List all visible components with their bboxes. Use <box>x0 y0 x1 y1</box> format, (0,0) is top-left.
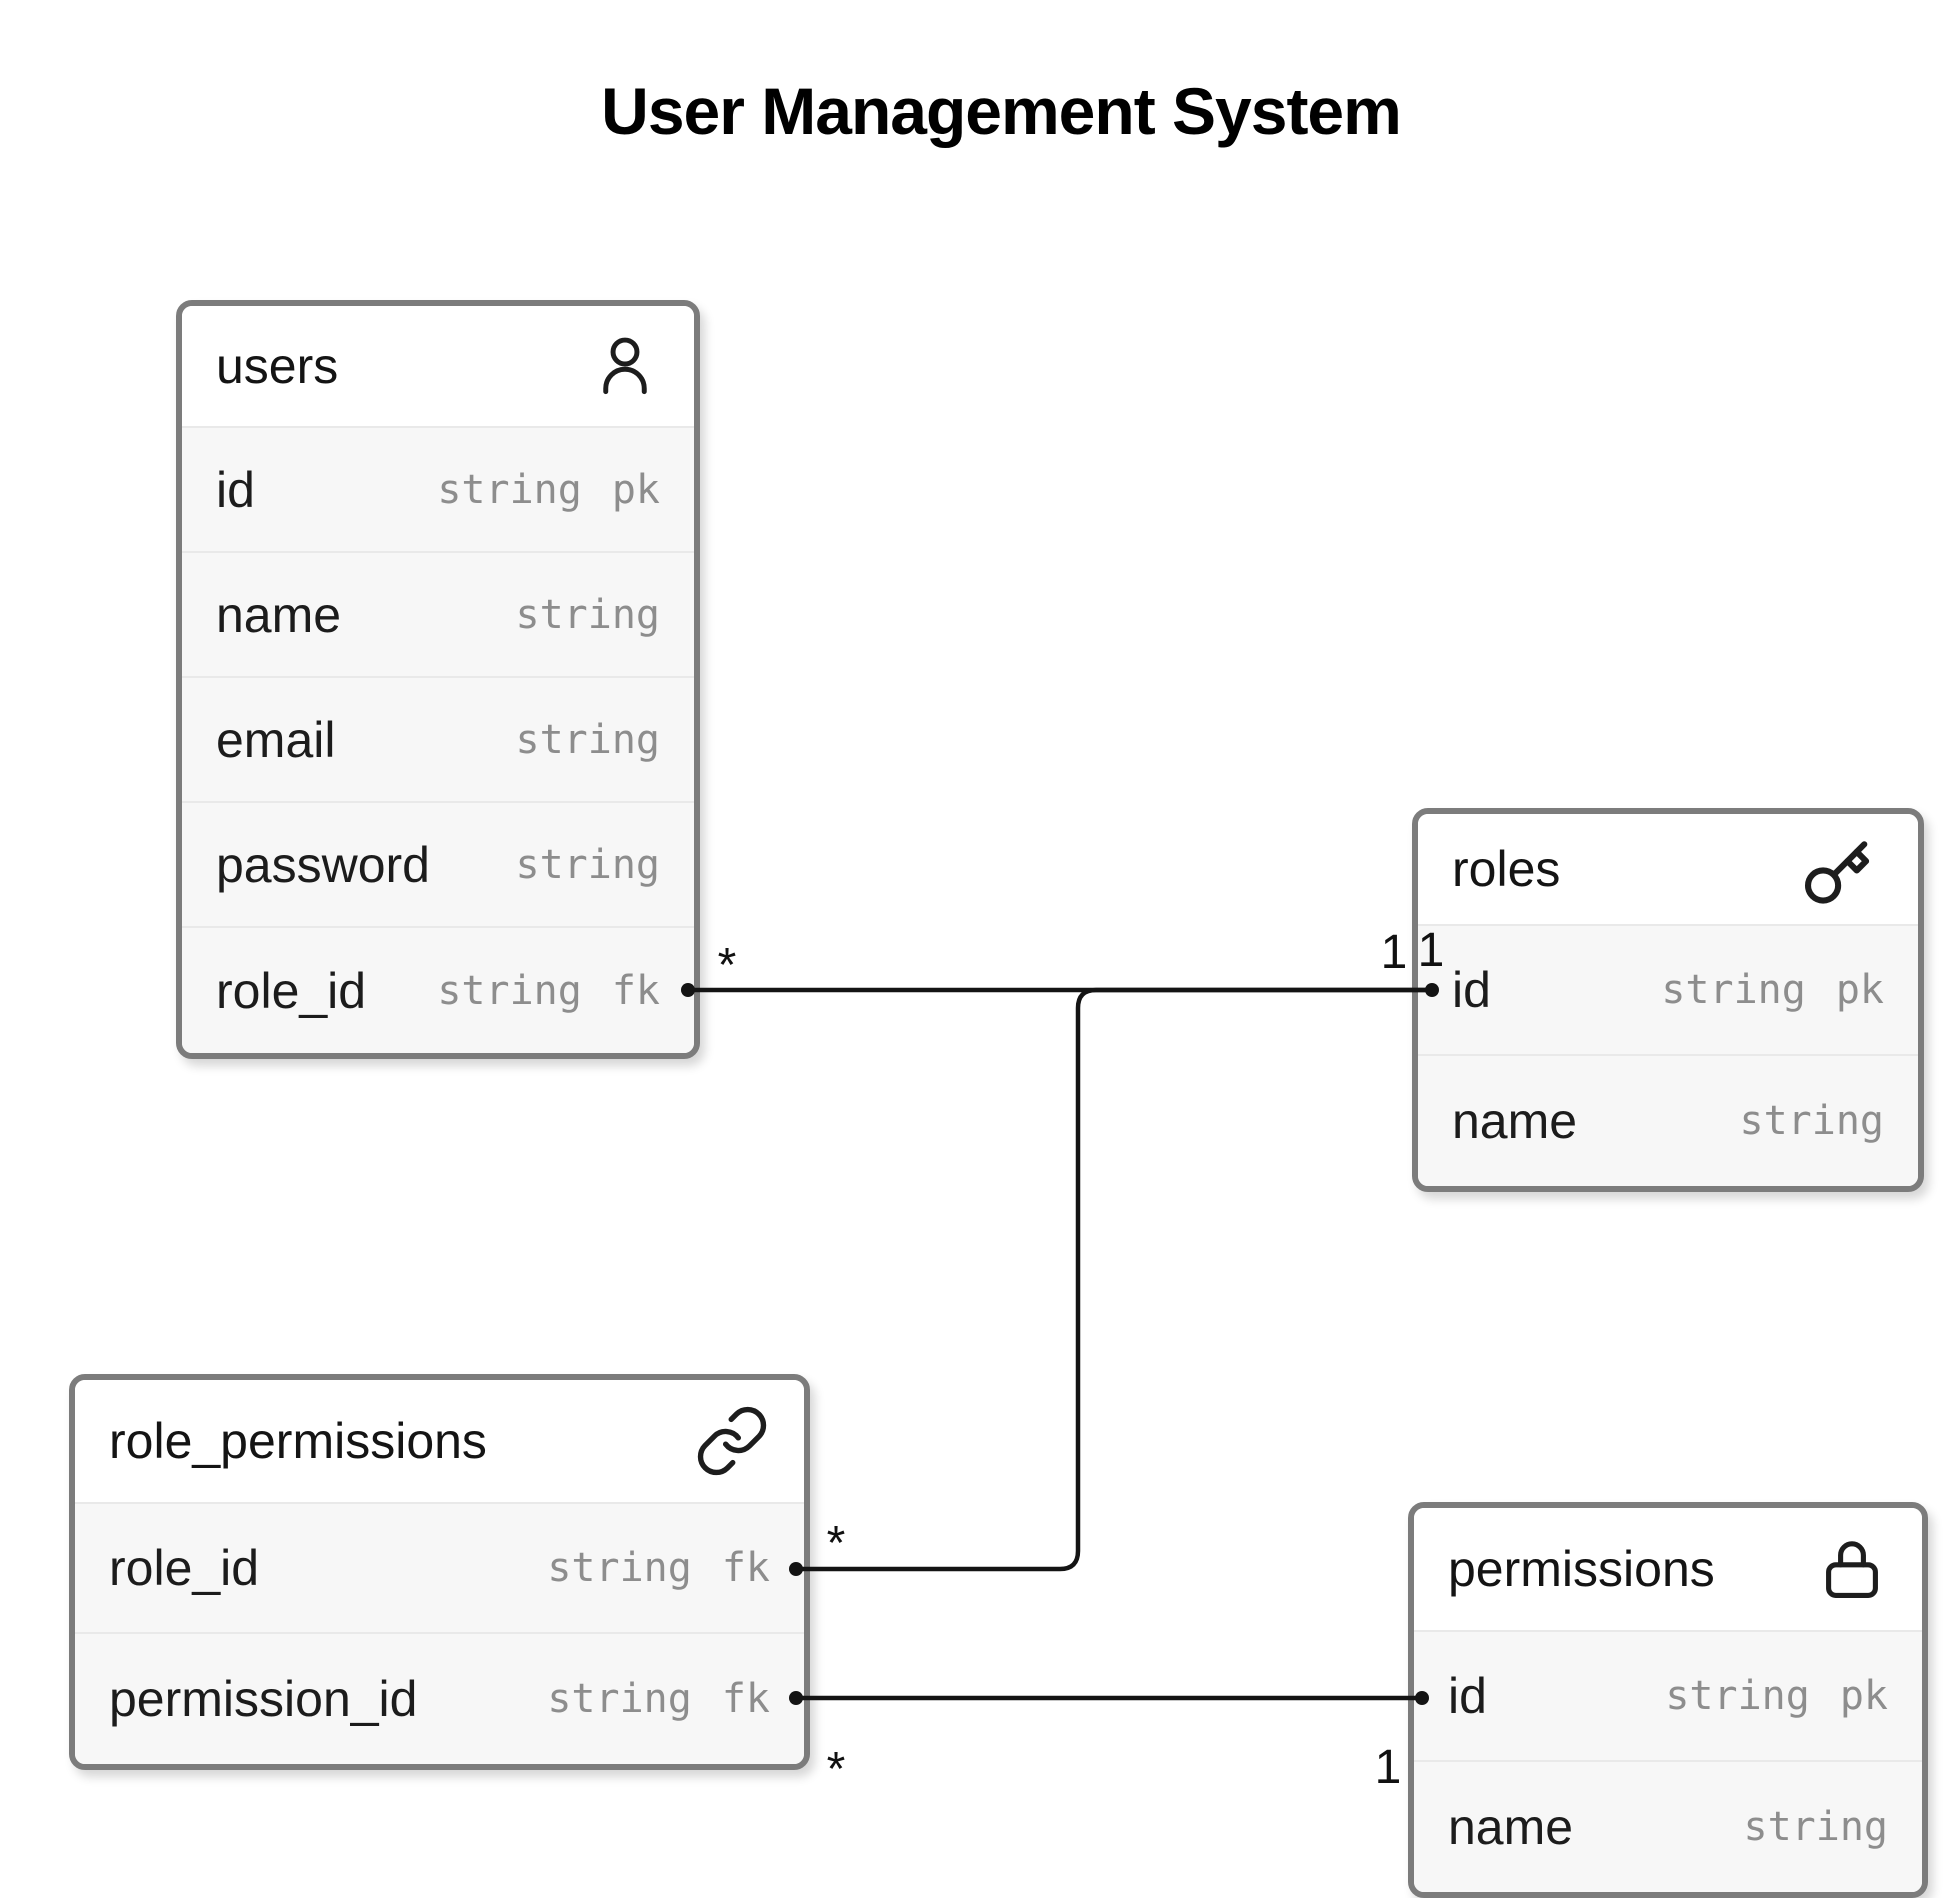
entity-permissions-header: permissions <box>1414 1508 1922 1632</box>
attribute-key: fk <box>721 1676 770 1722</box>
attribute-row: id string pk <box>182 428 694 553</box>
attribute-row: permission_id string fk <box>75 1634 804 1764</box>
entity-roles-header: roles <box>1418 814 1918 926</box>
attribute-row: name string <box>1414 1762 1922 1892</box>
key-icon <box>1798 826 1884 912</box>
entity-users-header: users <box>182 306 694 428</box>
entity-name: role_permissions <box>109 1413 487 1469</box>
link-icon <box>694 1403 770 1479</box>
cardinality-label: * <box>826 1743 846 1796</box>
attribute-type: string <box>515 841 661 888</box>
attribute-row: name string <box>182 553 694 678</box>
attribute-key: fk <box>721 1545 770 1591</box>
attribute-row: role_id string fk <box>182 928 694 1053</box>
attribute-name: email <box>216 711 336 768</box>
entity-roles: roles id string pk name string <box>1412 808 1924 1192</box>
attribute-type: string <box>1739 1098 1885 1144</box>
attribute-type: string <box>1665 1673 1810 1719</box>
attribute-name: id <box>1448 1668 1487 1724</box>
attribute-name: name <box>1452 1093 1578 1149</box>
attribute-name: id <box>216 461 255 518</box>
attribute-type: string <box>1743 1804 1889 1850</box>
attribute-row: id string pk <box>1414 1632 1922 1762</box>
attribute-row: name string <box>1418 1056 1918 1186</box>
attribute-key: pk <box>1839 1673 1888 1719</box>
attribute-name: name <box>216 586 342 643</box>
entity-role-permissions: role_permissions role_id string fk permis… <box>69 1374 810 1770</box>
attribute-type: string <box>437 967 582 1014</box>
attribute-row: email string <box>182 678 694 803</box>
attribute-name: password <box>216 836 430 893</box>
attribute-type: string <box>515 591 661 638</box>
attribute-type: string <box>515 716 661 763</box>
attribute-type: string <box>547 1545 692 1591</box>
entity-permissions: permissions id string pk name string <box>1408 1502 1928 1898</box>
cardinality-label: 1 <box>1417 924 1445 977</box>
attribute-name: role_id <box>216 962 367 1019</box>
entity-name: roles <box>1452 841 1561 897</box>
attribute-row: id string pk <box>1418 926 1918 1056</box>
attribute-name: id <box>1452 962 1491 1018</box>
cardinality-label: * <box>826 1517 846 1570</box>
attribute-name: name <box>1448 1799 1574 1855</box>
relationship-line-roleperm-roles <box>796 987 1432 1572</box>
entity-users: users id string pk name string email stri… <box>176 300 700 1059</box>
entity-name: users <box>216 338 339 394</box>
attribute-type: string <box>1661 967 1806 1013</box>
cardinality-label: * <box>717 939 737 992</box>
attribute-name: role_id <box>109 1540 260 1596</box>
attribute-type: string <box>547 1676 692 1722</box>
attribute-row: role_id string fk <box>75 1504 804 1634</box>
attribute-type: string <box>437 466 582 513</box>
lock-icon <box>1816 1533 1888 1605</box>
attribute-key: pk <box>611 466 660 513</box>
cardinality-label: 1 <box>1380 926 1408 979</box>
attribute-key: fk <box>611 967 660 1014</box>
diagram-title: User Management System <box>601 74 1402 148</box>
attribute-name: permission_id <box>109 1671 418 1727</box>
cardinality-label: 1 <box>1374 1741 1402 1794</box>
attribute-key: pk <box>1835 967 1884 1013</box>
attribute-row: password string <box>182 803 694 928</box>
user-icon <box>590 331 660 401</box>
entity-role-permissions-header: role_permissions <box>75 1380 804 1504</box>
entity-name: permissions <box>1448 1541 1715 1597</box>
